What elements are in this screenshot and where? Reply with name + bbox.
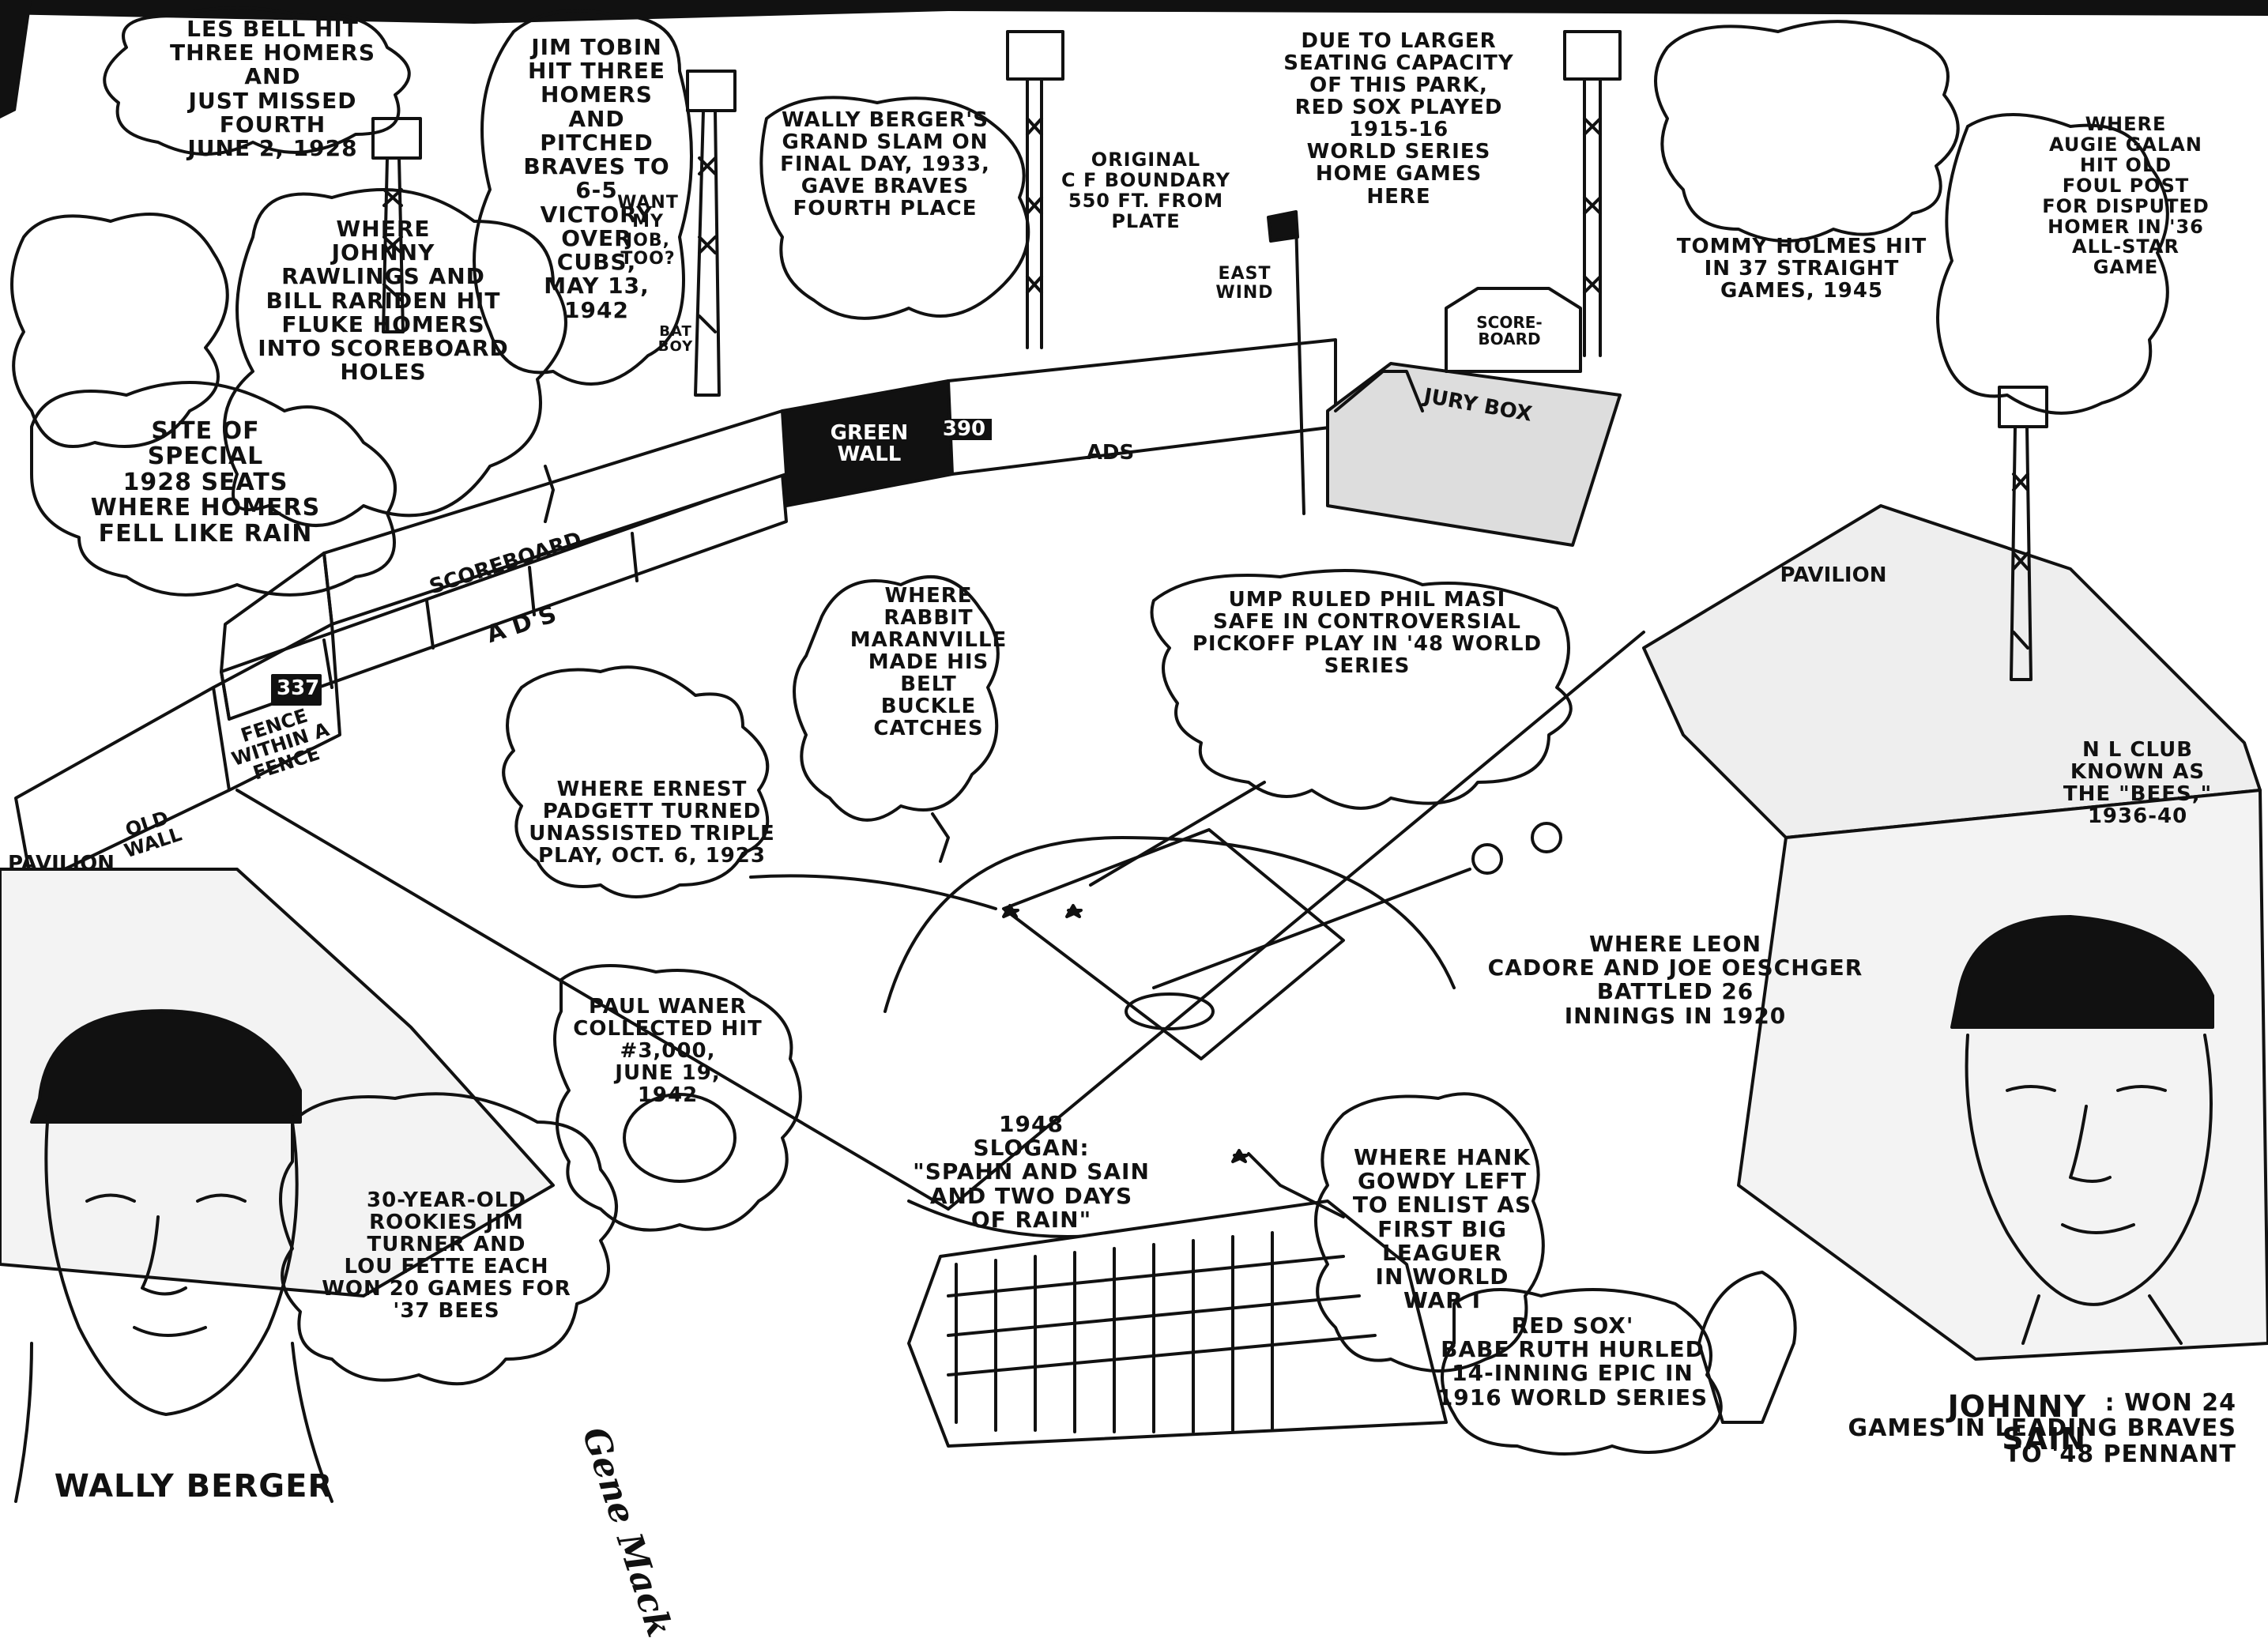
seating-capacity-caption: DUE TO LARGER SEATING CAPACITY OF THIS P… [1283,29,1514,209]
scoreboard-tower-label: SCORE- BOARD [1476,313,1543,348]
turner-fette-caption: 30-YEAR-OLD ROOKIES JIM TURNER AND LOU F… [322,1188,571,1324]
distance-337-label: 337 [277,676,320,700]
jim-tobin-caption: JIM TOBIN HIT THREE HOMERS AND PITCHED B… [523,34,670,323]
bees-caption: N L CLUB KNOWN AS THE "BEES," 1936-40 [2063,738,2213,829]
distance-390-label: 390 [936,418,992,441]
paul-waner-caption: PAUL WANER COLLECTED HIT #3,000, JUNE 19… [573,995,763,1108]
special-seats-caption: SITE OF SPECIAL 1928 SEATS WHERE HOMERS … [90,417,321,548]
pavilion-left-label: PAVILION [8,852,115,876]
phil-masi-caption: UMP RULED PHIL MASI SAFE IN CONTROVERSIA… [1192,588,1543,679]
wally-berger-name: WALLY BERGER [54,1468,333,1505]
maranville-caption: WHERE RABBIT MARANVILLE MADE HIS BELT BU… [850,584,1008,741]
east-wind-caption: EAST WIND [1215,264,1274,303]
want-my-job-caption: WANT MY JOB, TOO? [617,193,679,269]
padgett-caption: WHERE ERNEST PADGETT TURNED UNASSISTED T… [529,778,775,868]
1948-slogan-caption: 1948 SLOGAN: "SPAHN AND SAIN AND TWO DAY… [913,1111,1150,1233]
ads-centerfield-label: ADS [1086,441,1135,465]
rawlings-caption: WHERE JOHNNY RAWLINGS AND BILL RARIDEN H… [258,216,509,386]
hank-gowdy-caption: WHERE HANK GOWDY LEFT TO ENLIST AS FIRST… [1352,1144,1532,1314]
pavilion-right-label: PAVILION [1780,563,1887,587]
babe-ruth-caption: RED SOX' BABE RUTH HURLED 14-INNING EPIC… [1437,1312,1709,1410]
cf-boundary-caption: ORIGINAL C F BOUNDARY 550 FT. FROM PLATE [1061,149,1231,232]
johnny-sain-name: JOHNNY SAIN [1947,1389,2086,1457]
berger-grand-slam-caption: WALLY BERGER'S GRAND SLAM ON FINAL DAY, … [780,108,990,221]
tommy-holmes-caption: TOMMY HOLMES HIT IN 37 STRAIGHT GAMES, 1… [1676,235,1927,303]
green-wall-label: GREEN WALL [830,421,909,467]
ballpark-cartoon-drawing [0,0,2268,1503]
les-bell-caption: LES BELL HIT THREE HOMERS AND JUST MISSE… [169,16,376,162]
johnny-sain-caption: : WON 24 GAMES IN LEADING BRAVES TO '48 … [1848,1389,2236,1468]
cadore-oeschger-caption: WHERE LEON CADORE AND JOE OESCHGER BATTL… [1487,931,1863,1029]
bat-boy-caption: BAT BOY [657,323,694,356]
augie-galan-caption: WHERE AUGIE GALAN HIT OLD FOUL POST FOR … [2042,113,2210,279]
